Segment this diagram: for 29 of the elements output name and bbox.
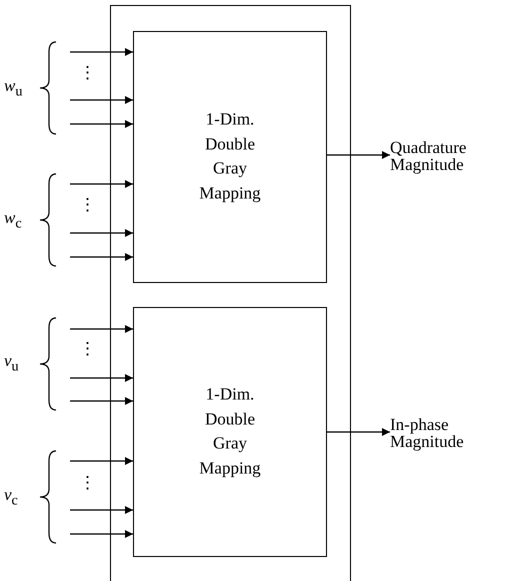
signal-label: v$_{c}$ [4,485,18,510]
arrow [327,428,390,436]
mapping-block [133,307,327,557]
arrow [327,151,390,159]
arrow [70,253,133,261]
arrow [70,374,133,382]
arrow [70,120,133,128]
arrow [70,96,133,104]
output-label: In-phase Magnitude [390,416,500,450]
arrow [70,180,133,188]
block-title: 1-Dim. Double Gray Mapping [198,108,262,205]
arrow [70,397,133,405]
arrow [70,457,133,465]
signal-label: w$_{c}$ [4,208,22,232]
arrow [70,506,133,514]
mapping-block [133,31,327,283]
block-title: 1-Dim. Double Gray Mapping [198,384,262,480]
ellipsis-dots: ⋮ [79,338,96,359]
ellipsis-dots: ⋮ [79,62,96,83]
output-label: Quadrature Magnitude [390,139,500,173]
ellipsis-dots: ⋮ [79,194,96,215]
outer-frame [110,5,351,581]
signal-label: v$_{u}$ [4,351,19,376]
arrow [70,530,133,538]
signal-label: w$_{u}$ [4,76,22,100]
arrow [70,325,133,333]
ellipsis-dots: ⋮ [79,472,96,493]
arrow [70,229,133,237]
arrow [70,48,133,56]
